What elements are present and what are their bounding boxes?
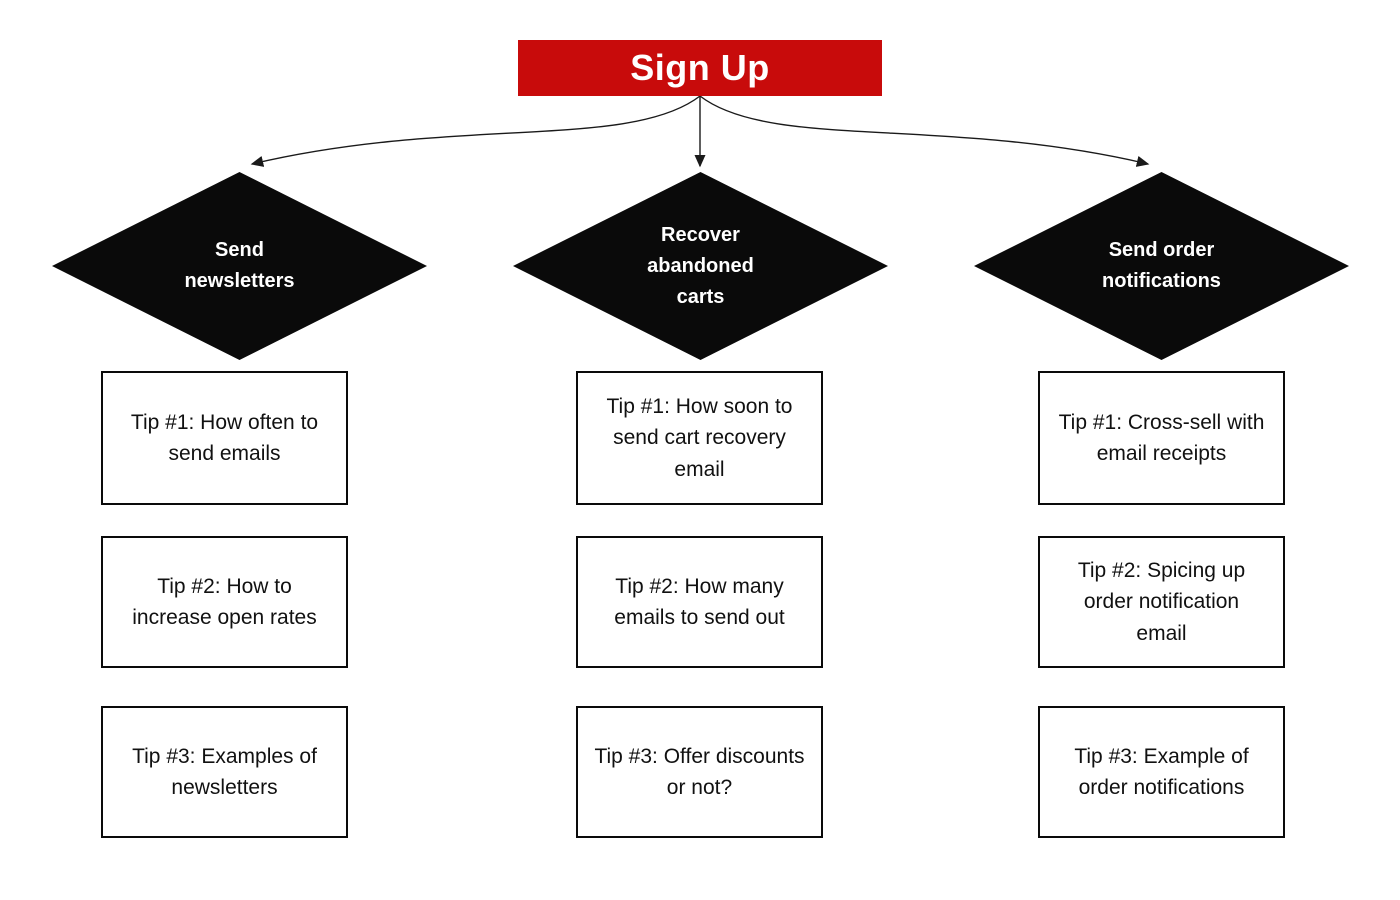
tip-box: Tip #2: How to increase open rates	[101, 536, 348, 668]
decision-node-label: Send order notifications	[1102, 239, 1221, 292]
connector-left-arrow	[250, 95, 701, 167]
tip-label: Tip #2: How to increase open rates	[132, 574, 317, 630]
tip-box: Tip #3: Examples of newsletters	[101, 706, 348, 838]
tip-label: Tip #2: How many emails to send out	[614, 574, 785, 630]
decision-node-label: Recover abandoned carts	[647, 223, 754, 308]
tip-label: Tip #1: How soon to send cart recovery e…	[606, 394, 793, 481]
signup-node-label: Sign Up	[630, 47, 770, 88]
connector-right-arrow	[699, 95, 1150, 167]
tip-label: Tip #1: Cross-sell with email receipts	[1058, 410, 1265, 466]
tip-box: Tip #1: Cross-sell with email receipts	[1038, 371, 1285, 505]
tip-label: Tip #1: How often to send emails	[130, 410, 319, 466]
signup-node: Sign Up	[518, 40, 882, 96]
tip-box: Tip #2: How many emails to send out	[576, 536, 823, 668]
tip-label: Tip #3: Offer discounts or not?	[594, 744, 805, 800]
tip-label: Tip #3: Example of order notifications	[1074, 744, 1249, 800]
decision-node-send-newsletters: Send newsletters	[52, 172, 427, 360]
decision-node-recover-abandoned-carts: Recover abandoned carts	[513, 172, 888, 360]
tip-box: Tip #1: How often to send emails	[101, 371, 348, 505]
tip-box: Tip #3: Example of order notifications	[1038, 706, 1285, 838]
tip-box: Tip #3: Offer discounts or not?	[576, 706, 823, 838]
tip-box: Tip #1: How soon to send cart recovery e…	[576, 371, 823, 505]
tip-box: Tip #2: Spicing up order notification em…	[1038, 536, 1285, 668]
decision-node-send-order-notifications: Send order notifications	[974, 172, 1349, 360]
decision-node-label: Send newsletters	[184, 239, 295, 292]
tip-label: Tip #2: Spicing up order notification em…	[1077, 558, 1246, 645]
tip-label: Tip #3: Examples of newsletters	[132, 744, 317, 800]
